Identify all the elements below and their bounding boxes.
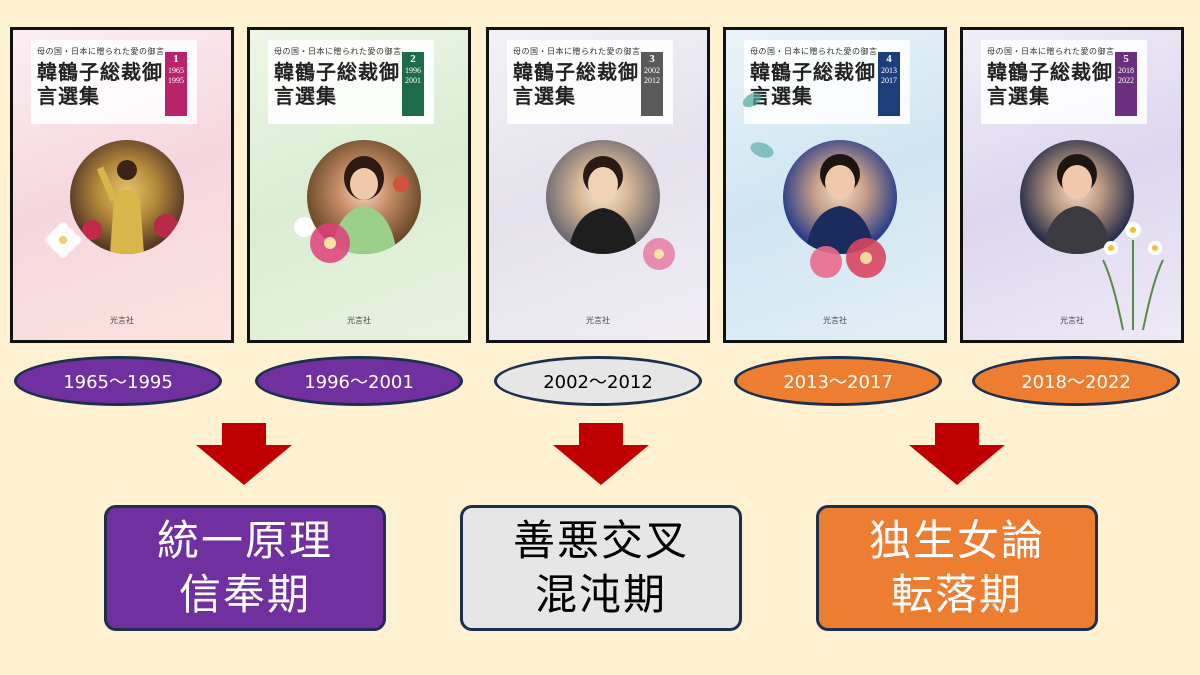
year-range-label: 1996～2001: [304, 372, 414, 393]
daffodil-decoration: [1102, 222, 1164, 330]
period-line1: 善悪交叉: [512, 516, 689, 565]
volume-year-start: 2018: [1118, 66, 1134, 75]
year-range-label: 2013～2017: [783, 372, 893, 393]
period-line1: 統一原理: [156, 516, 333, 565]
book-cover-vol2: 母の国・日本に贈られた愛の御言 韓鶴子総裁御言選集 2 1996 2001 光言…: [247, 27, 471, 343]
volume-number: 4: [886, 53, 892, 65]
volume-year-start: 1965: [168, 66, 184, 75]
volume-number: 2: [410, 53, 416, 65]
volume-badge: 4 2013 2017: [878, 52, 900, 116]
period-box-faith: 統一原理 信奉期: [104, 505, 386, 631]
book-cover-vol5: 母の国・日本に贈られた愛の御言 韓鶴子総裁御言選集 5 2018 2022 光言…: [960, 27, 1184, 343]
cover-subtitle: 母の国・日本に贈られた愛の御言: [37, 47, 165, 56]
period-line1: 独生女論: [868, 516, 1045, 565]
volume-year-start: 1996: [405, 66, 421, 75]
volume-number: 1: [173, 53, 179, 65]
year-range-label: 2018～2022: [1021, 372, 1131, 393]
year-range-pill: 1996～2001: [255, 356, 463, 406]
publisher-name: 光言社: [823, 316, 847, 325]
book-cover-vol1: 母の国・日本に贈られた愛の御言 韓鶴子総裁御言選集 1 1965 1995 光言…: [10, 27, 234, 343]
volume-badge: 1 1965 1995: [165, 52, 187, 116]
book-cover-vol4: 母の国・日本に贈られた愛の御言 韓鶴子総裁御言選集 4 2013 2017 光言…: [723, 27, 947, 343]
period-line2: 転落期: [890, 570, 1023, 619]
volume-year-end: 2022: [1118, 76, 1134, 85]
year-range-pill: 2013～2017: [734, 356, 942, 406]
year-range-label: 2002～2012: [543, 372, 653, 393]
volume-number: 5: [1123, 53, 1129, 65]
period-line2: 信奉期: [178, 570, 311, 619]
down-arrow-icon: [196, 423, 292, 485]
leaf-decoration: [742, 92, 774, 158]
volume-number: 3: [649, 53, 655, 65]
flower-decoration: [294, 217, 350, 263]
volume-year-end: 2012: [644, 76, 660, 85]
flower-decoration: [45, 222, 81, 258]
cover-title: 韓鶴子総裁御言選集: [513, 60, 639, 108]
cover-title: 韓鶴子総裁御言選集: [987, 60, 1113, 108]
volume-badge: 3 2002 2012: [641, 52, 663, 116]
publisher-name: 光言社: [347, 316, 371, 325]
year-range-label: 1965～1995: [63, 372, 173, 393]
portrait-photo: [1020, 140, 1134, 254]
volume-year-end: 2017: [881, 76, 897, 85]
portrait-photo: [783, 140, 897, 254]
volume-badge: 2 1996 2001: [402, 52, 424, 116]
cover-subtitle: 母の国・日本に贈られた愛の御言: [750, 47, 878, 56]
year-range-pill: 2018～2022: [972, 356, 1180, 406]
volume-year-end: 1995: [168, 76, 184, 85]
flower-decoration: [643, 238, 675, 270]
period-box-chaos: 善悪交叉 混沌期: [460, 505, 742, 631]
cover-subtitle: 母の国・日本に贈られた愛の御言: [513, 47, 641, 56]
portrait-photo: [546, 140, 660, 254]
down-arrow-icon: [909, 423, 1005, 485]
book-cover-vol3: 母の国・日本に贈られた愛の御言 韓鶴子総裁御言選集 3 2002 2012 光言…: [486, 27, 710, 343]
down-arrow-icon: [553, 423, 649, 485]
cover-title: 韓鶴子総裁御言選集: [274, 60, 400, 108]
publisher-name: 光言社: [110, 316, 134, 325]
volume-year-end: 2001: [405, 76, 421, 85]
portrait-photo: [307, 140, 421, 254]
volume-year-start: 2013: [881, 66, 897, 75]
publisher-name: 光言社: [1060, 316, 1084, 325]
volume-badge: 5 2018 2022: [1115, 52, 1137, 116]
cover-subtitle: 母の国・日本に贈られた愛の御言: [987, 47, 1115, 56]
publisher-name: 光言社: [586, 316, 610, 325]
cover-subtitle: 母の国・日本に贈られた愛の御言: [274, 47, 402, 56]
cover-title: 韓鶴子総裁御言選集: [37, 60, 163, 108]
period-line2: 混沌期: [534, 570, 667, 619]
period-box-fall: 独生女論 転落期: [816, 505, 1098, 631]
volume-year-start: 2002: [644, 66, 660, 75]
year-range-pill: 1965～1995: [14, 356, 222, 406]
year-range-pill: 2002～2012: [494, 356, 702, 406]
flower-decoration: [810, 238, 886, 278]
